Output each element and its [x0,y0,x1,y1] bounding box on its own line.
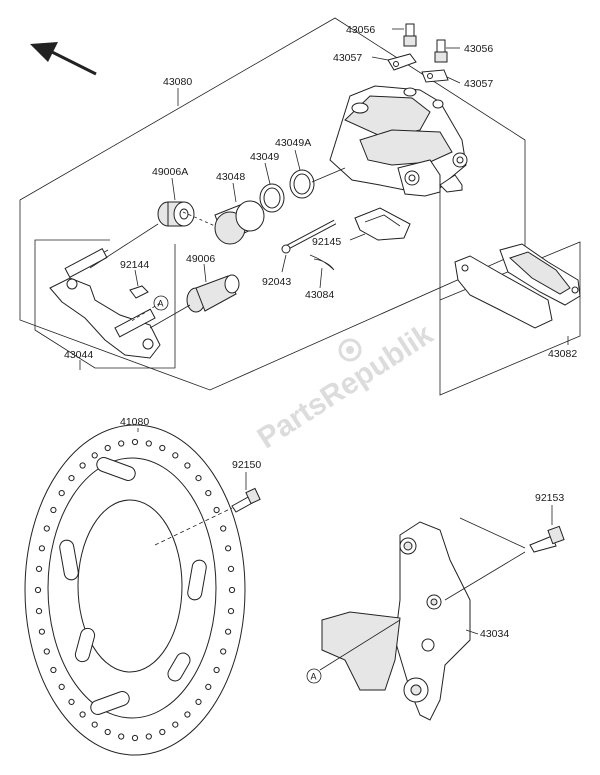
disc-hole [50,506,57,514]
label-43044: 43044 [64,349,93,361]
disc-hole [227,565,235,573]
disc-hole [58,490,65,497]
disc-hole [79,711,86,718]
bolt-92153 [529,525,565,553]
disc-hole [184,711,191,718]
disc-hole [35,608,43,615]
disc-hole [118,440,125,447]
disc-holes [34,438,236,742]
label-43084: 43084 [305,289,334,301]
label-43048: 43048 [216,171,245,183]
disc-hole [50,666,57,674]
part-labels: 43080 43056 43057 43056 43057 43049A 430… [64,24,577,640]
pad-spring-92145 [354,207,411,241]
disc-hole [43,525,50,532]
disc-hole [35,565,43,573]
disc-hole [38,628,46,635]
label-92153: 92153 [535,492,564,504]
callout-a-lower: A [306,668,322,684]
label-43057-right: 43057 [464,78,493,90]
disc-hole [172,452,179,459]
caliper-bracket-43044 [49,248,161,359]
disc-hole [145,733,152,740]
watermark-gear-icon [338,338,362,362]
disc-hole [225,628,232,635]
direction-arrow-icon [30,42,97,76]
leader-lines [79,28,569,671]
disc-hole [205,490,212,497]
watermark: PartsRepublik [252,317,439,455]
label-92145: 92145 [312,236,341,248]
bleeder-cap-right [421,69,449,83]
piston-43048 [214,200,265,245]
disc-hole [195,475,202,482]
label-92043: 92043 [262,276,291,288]
disc-hole [159,444,166,452]
brake-disc-41080 [24,424,246,756]
disc-hole [34,586,42,594]
caliper-mount-bracket-43034 [321,521,471,721]
disc-hole [91,452,98,459]
seal-43049a [289,169,315,199]
disc-hole [227,608,235,615]
disc-hole [79,462,86,469]
label-92144: 92144 [120,259,149,271]
disc-hole [104,728,111,736]
svg-text:A: A [311,672,317,682]
disc-hole [184,462,191,469]
boot-49006a [157,201,195,227]
bolt-92150 [231,487,261,513]
disc-hole [118,733,125,740]
disc-hole [172,721,179,728]
label-43082: 43082 [548,348,577,360]
bleeder-cap-left [387,53,417,71]
watermark-text: PartsRepublik [252,317,439,455]
disc-slots [59,457,207,715]
caliper-body [329,85,468,197]
label-43056-left: 43056 [346,24,375,36]
disc-hole [104,444,111,452]
disc-hole [91,721,98,728]
label-43034: 43034 [480,628,509,640]
clip-43084 [309,254,335,271]
disc-hole [228,586,236,594]
brake-pads-43082 [454,243,581,329]
label-92150: 92150 [232,459,261,471]
disc-hole [213,666,220,674]
label-49006a: 49006A [152,166,188,178]
disc-hole [213,506,220,514]
disc-hole [145,440,152,447]
disc-hole [131,438,139,446]
callout-a-upper: A [153,295,169,311]
label-43049a: 43049A [275,137,311,149]
disc-hole [58,683,65,691]
bracket-group-outline [34,239,176,369]
label-43057-left: 43057 [333,52,362,64]
label-41080: 41080 [120,416,149,428]
disc-hole [195,698,202,706]
disc-hole [220,525,227,532]
disc-hole [68,475,75,482]
sleeve-49006 [186,274,240,313]
disc-hole [68,698,75,706]
disc-hole [220,648,227,655]
svg-text:A: A [158,299,164,309]
disc-hole [225,545,232,552]
disc-hole [205,683,212,691]
disc-hole [159,728,166,736]
label-43056-right: 43056 [464,43,493,55]
disc-hole [38,545,46,552]
disc-hole [131,734,139,742]
label-43080: 43080 [163,76,192,88]
disc-hole [43,648,50,655]
pad-pin-92043 [281,219,337,254]
bleeder-valve-right [434,39,448,63]
label-49006: 49006 [186,253,215,265]
pad-retainer-92144 [129,285,149,299]
seal-43049 [259,183,285,213]
bleeder-valve-left [403,23,417,47]
label-43049: 43049 [250,151,279,163]
